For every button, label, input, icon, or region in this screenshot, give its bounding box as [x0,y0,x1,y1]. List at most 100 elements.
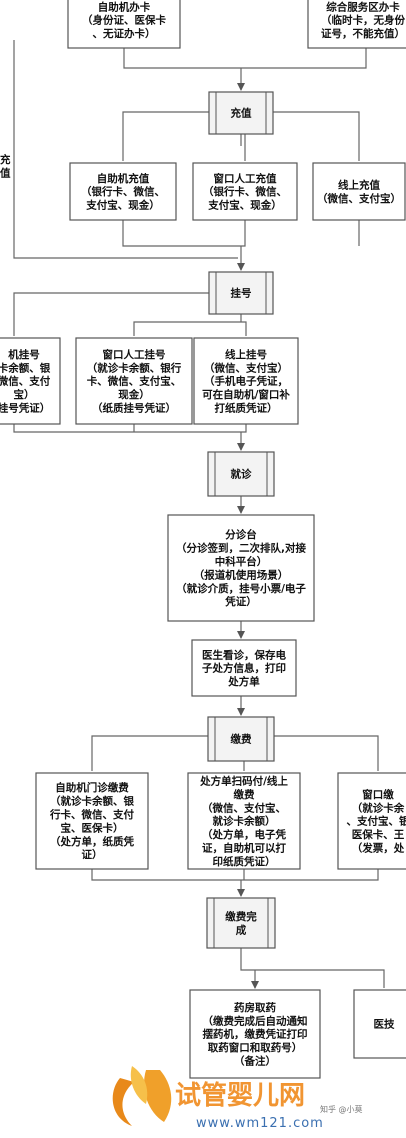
node-border [189,989,321,1079]
node-text-line: 证） [82,848,103,861]
node-pay-done: 缴费完成 [206,897,276,949]
node-border [75,337,193,425]
node-text-line: 摆药机，缴费凭证打印 [203,1028,308,1041]
node-text-line: 卡余额、银 [0,361,51,374]
node-text-line: （处方单，电子凭 [202,828,286,841]
node-text-line: 证，自助机可以打 [202,842,286,855]
node-text-line: 充值 [231,107,252,120]
node-border [192,162,298,221]
node-text-line: 充 [0,153,11,166]
node-pay: 缴费 [207,716,275,762]
node-text-line: 成 [236,923,247,936]
node-text-line: 印纸质凭证） [213,855,276,868]
node-self-card: 自助机办卡（身份证、医保卡、无证办卡） [67,0,181,49]
node-text-line: 自助机办卡 [98,0,151,13]
node-visit: 就诊 [207,451,275,497]
node-text-line: 支付宝、现金） [85,199,160,212]
node-text-line: （微信、支付宝、 [202,801,286,814]
node-text-line: （临时卡，无身份 [321,14,405,27]
connector-line [13,292,209,336]
node-text-line: （就诊卡余额、银 [50,795,134,808]
watermark-logo-icon [112,1066,172,1126]
node-text-line: 取药窗口和取药号） [208,1041,303,1054]
node-text-line: 凭证） [224,595,257,608]
node-text-line: （银行卡、微信、 [81,185,165,198]
node-text-line: 窗口人工挂号 [103,348,166,361]
node-text-line: 现金） [118,388,150,401]
node-text-line: 就诊卡余额） [213,815,276,828]
node-text-line: 宝） [14,388,35,401]
node-text-line: （发票，处 [352,842,405,855]
watermark-url: www.wm121.com [196,1116,324,1131]
node-scan-pay: 处方单扫码付/线上缴费（微信、支付宝、就诊卡余额）（处方单，电子凭证，自助机可以… [187,772,301,870]
node-border [208,91,274,135]
node-text-line: 窗口缴 [362,788,394,801]
node-text-line: （备注） [234,1055,276,1068]
node-text-line: 医保卡、王 [352,828,405,841]
node-text-line: （身份证、医保卡 [82,14,166,27]
node-text-line: 、支付宝、银 [347,815,406,828]
node-triage: 分诊台（分诊签到，二次排队,对接中科平台）（报道机使用场景）（就诊介质，挂号小票… [167,514,315,622]
node-text-line: 机挂号 [8,348,40,361]
node-text-line: 行卡、微信、支付 [49,808,134,821]
connector-line [274,735,379,771]
node-text-line: 宝、医保卡） [61,821,124,834]
node-text-line: （就诊介质，挂号小票/电子 [176,582,306,595]
node-text-line: 线上充值 [338,179,380,192]
node-text-line: （就诊卡余 [352,801,405,814]
node-window-register: 窗口人工挂号（就诊卡余额、银行卡、微信、支付宝、现金）（纸质挂号凭证） [75,337,193,425]
node-border [207,716,275,762]
node-text-line: （就诊卡余额、银行 [87,361,182,374]
node-text-line: 自助机充值 [97,172,150,185]
node-text-line: （缴费完成后自动通知 [203,1014,308,1027]
node-text-line: （纸质挂号凭证） [92,402,176,415]
node-text-line: 打纸质凭证） [215,402,278,415]
node-text-line: 线上挂号 [225,348,267,361]
node-text-line: 微信、支付 [0,375,51,388]
node-border [69,162,177,221]
node-text-line: 处方单 [227,675,260,688]
node-border [353,989,406,1059]
node-text-line: 处方单扫码付/线上 [199,775,288,788]
node-text-line: 中科平台） [215,555,268,568]
node-text-line: 缴费完 [225,910,257,923]
node-text-line: 医生看诊，保存电 [202,648,286,661]
watermark-small-text: 知乎 @小莫 [320,1104,363,1114]
node-text-line: 证号，不能充值） [321,27,405,40]
node-text-line: 挂号 [231,287,252,300]
node-border [167,514,315,622]
node-text-line: （微信、支付宝） [204,361,288,374]
node-border [207,451,275,497]
node-text-line: 药房取药 [234,1001,276,1014]
node-text-line: 缴费 [234,788,255,801]
node-text-line: （银行卡、微信、 [203,185,287,198]
node-border [187,772,301,870]
node-self-pay: 自助机门诊缴费（就诊卡余额、银行卡、微信、支付宝、医保卡）（处方单，纸质凭证） [35,772,149,870]
node-border [312,162,406,221]
node-register: 挂号 [208,271,274,315]
node-text-line: 支付宝、现金） [207,199,282,212]
node-self-recharge: 自助机充值（银行卡、微信、支付宝、现金） [69,162,177,221]
watermark-logo-text: 试管婴儿网 [175,1081,305,1111]
node-text-line: 自助机门诊缴费 [55,781,129,794]
node-text-line: 、无证办卡） [93,27,156,40]
connector-line [133,321,247,336]
node-side-label: 充值 [0,153,11,179]
flowchart-nodes: 自助机办卡（身份证、医保卡、无证办卡）综合服务区办卡（临时卡，无身份证号，不能充… [0,0,406,1079]
node-text-line: 医技 [374,1018,395,1031]
node-border [208,271,274,315]
connector-line [13,40,238,259]
node-text-line: （手机电子凭证， [204,375,288,388]
node-text-line: 窗口人工充值 [214,172,277,185]
node-border [35,772,149,870]
node-border [67,0,181,49]
node-border [337,772,406,870]
connector-line [91,735,208,771]
node-recharge: 充值 [208,91,274,135]
